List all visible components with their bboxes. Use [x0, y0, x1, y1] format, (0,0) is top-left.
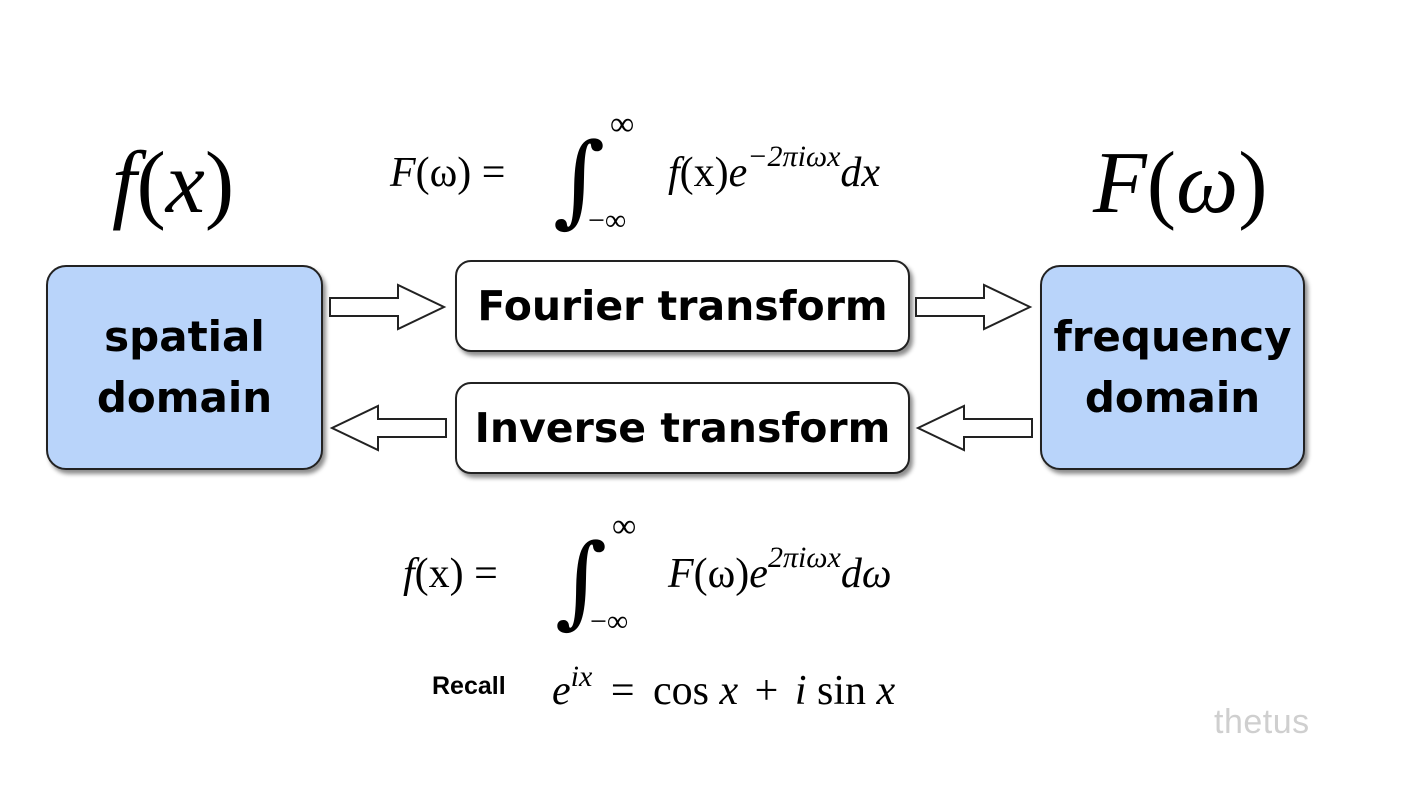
forward-base: e	[728, 150, 748, 196]
spatial-domain-box: spatial domain	[46, 265, 323, 470]
forward-lhs-name: F	[390, 150, 416, 196]
arrow-fourier-to-frequency	[915, 283, 1033, 331]
inverse-lhs-name: f	[403, 551, 415, 597]
label-F-var: ω	[1176, 135, 1239, 232]
forward-exponent: −2πiωx	[747, 140, 841, 173]
label-f-open: (	[136, 135, 166, 232]
euler-x1: x	[719, 668, 739, 714]
label-f-var: x	[165, 135, 205, 232]
euler-cos: cos	[653, 668, 709, 714]
inverse-lower-limit: −∞	[590, 605, 629, 638]
euler-base: e	[552, 668, 571, 714]
frequency-domain-line1: frequency	[1053, 311, 1292, 361]
recall-label: Recall	[432, 672, 506, 700]
euler-x2: x	[876, 668, 896, 714]
inverse-lhs: f(x) =	[403, 553, 498, 595]
euler-exponent: ix	[570, 660, 593, 693]
forward-integrand-f: f	[668, 150, 680, 196]
euler-plus: +	[754, 668, 779, 714]
forward-differential: dx	[840, 150, 881, 196]
inverse-lhs-arg: (x) =	[414, 551, 498, 597]
frequency-function-label: F(ω)	[1093, 140, 1268, 228]
arrow-spatial-to-fourier	[329, 283, 447, 331]
inverse-base: e	[749, 551, 768, 597]
spatial-domain-line1: spatial	[104, 311, 265, 361]
forward-integrand-arg: (x)	[679, 150, 729, 196]
forward-integral-sign: ∫	[553, 121, 606, 238]
euler-i: i	[794, 668, 807, 714]
label-F-open: (	[1146, 135, 1177, 232]
inverse-integral-sign: ∫	[555, 522, 608, 639]
forward-lhs-arg: (ω) =	[415, 150, 506, 196]
inverse-upper-limit: ∞	[612, 508, 637, 545]
euler-formula: eix = cos x + i sin x	[552, 662, 896, 714]
forward-lhs: F(ω) =	[390, 152, 505, 194]
frequency-domain-text: frequency domain	[1053, 307, 1291, 429]
label-f-name: f	[112, 135, 137, 232]
label-f-close: )	[204, 135, 235, 232]
forward-lower-limit: −∞	[588, 204, 627, 237]
inverse-integrand-arg: (ω)	[693, 551, 750, 597]
inverse-exponent: 2πiωx	[767, 541, 841, 574]
fourier-transform-box: Fourier transform	[455, 260, 910, 352]
spatial-function-label: f(x)	[112, 140, 234, 228]
watermark: thetus	[1214, 703, 1310, 741]
label-F-close: )	[1238, 135, 1268, 232]
spatial-domain-line2: domain	[96, 372, 273, 422]
forward-upper-limit: ∞	[610, 106, 635, 143]
inverse-integrand: F(ω)e2πiωxdω	[668, 543, 892, 597]
euler-equals: =	[610, 668, 635, 714]
arrow-inverse-to-spatial	[329, 404, 447, 452]
inverse-transform-box: Inverse transform	[455, 382, 910, 474]
frequency-domain-line2: domain	[1084, 372, 1261, 422]
label-F-name: F	[1093, 135, 1147, 232]
frequency-domain-box: frequency domain	[1040, 265, 1305, 470]
spatial-domain-text: spatial domain	[97, 307, 272, 429]
inverse-integrand-f: F	[668, 551, 694, 597]
inverse-differential: dω	[840, 551, 892, 597]
forward-integrand: f(x)e−2πiωxdx	[668, 142, 881, 196]
arrow-frequency-to-inverse	[915, 404, 1033, 452]
euler-sin: sin	[817, 668, 867, 714]
